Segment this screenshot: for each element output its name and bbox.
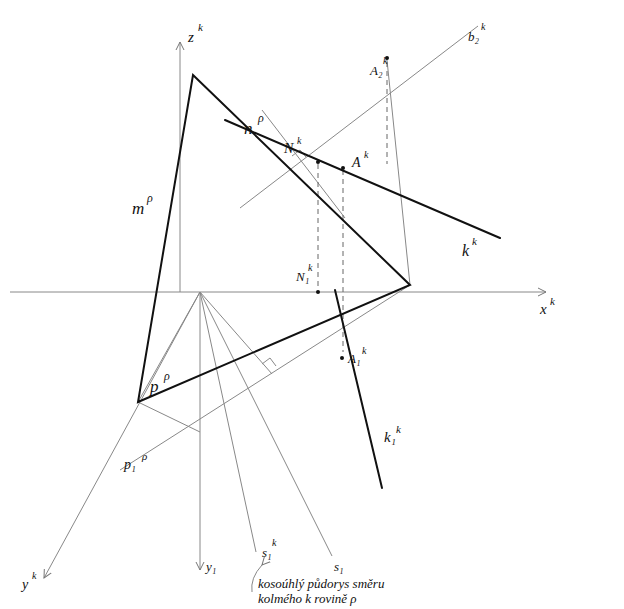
axis-label: x	[540, 302, 547, 317]
projection-index: k	[481, 22, 485, 32]
axis-label: y	[22, 578, 28, 592]
projection-index: k	[383, 56, 387, 66]
projection-index: k	[364, 150, 368, 160]
axis-index: k	[550, 296, 555, 307]
plane-index: ρ	[164, 370, 170, 382]
trace-label: n	[244, 120, 253, 137]
plane-index: ρ	[258, 112, 264, 124]
plane-index: ρ	[142, 451, 147, 462]
point-label: A	[352, 156, 361, 170]
projection-index: k	[362, 346, 366, 356]
axis-index: k	[198, 22, 203, 33]
projection-index: k	[272, 538, 276, 548]
projection-index: k	[396, 424, 401, 435]
point-label: A₁	[348, 352, 360, 365]
point-label: N₁	[296, 270, 309, 283]
projection-index: k	[308, 263, 312, 273]
line-label: b₂	[468, 30, 479, 43]
trace-label: p	[150, 378, 159, 395]
ray-label: s₁	[334, 560, 344, 573]
point-label: A₂	[370, 64, 382, 77]
projection-index: k	[472, 236, 477, 247]
axis-index: k	[32, 571, 36, 581]
line-label: k₁	[384, 430, 396, 445]
trace-label: p₁	[124, 458, 136, 472]
projection-index: k	[297, 136, 301, 146]
ray-label: s₁	[262, 546, 272, 559]
line-label: k	[462, 243, 469, 259]
axis-label: z	[188, 30, 194, 45]
plane-index: ρ	[147, 192, 153, 204]
trace-label: m	[132, 200, 144, 217]
point-label: N	[284, 142, 293, 156]
handwritten-note: kosoúhlý půdorys směru kolmého k rovině …	[258, 576, 423, 606]
axis-label: y₁	[206, 560, 216, 573]
